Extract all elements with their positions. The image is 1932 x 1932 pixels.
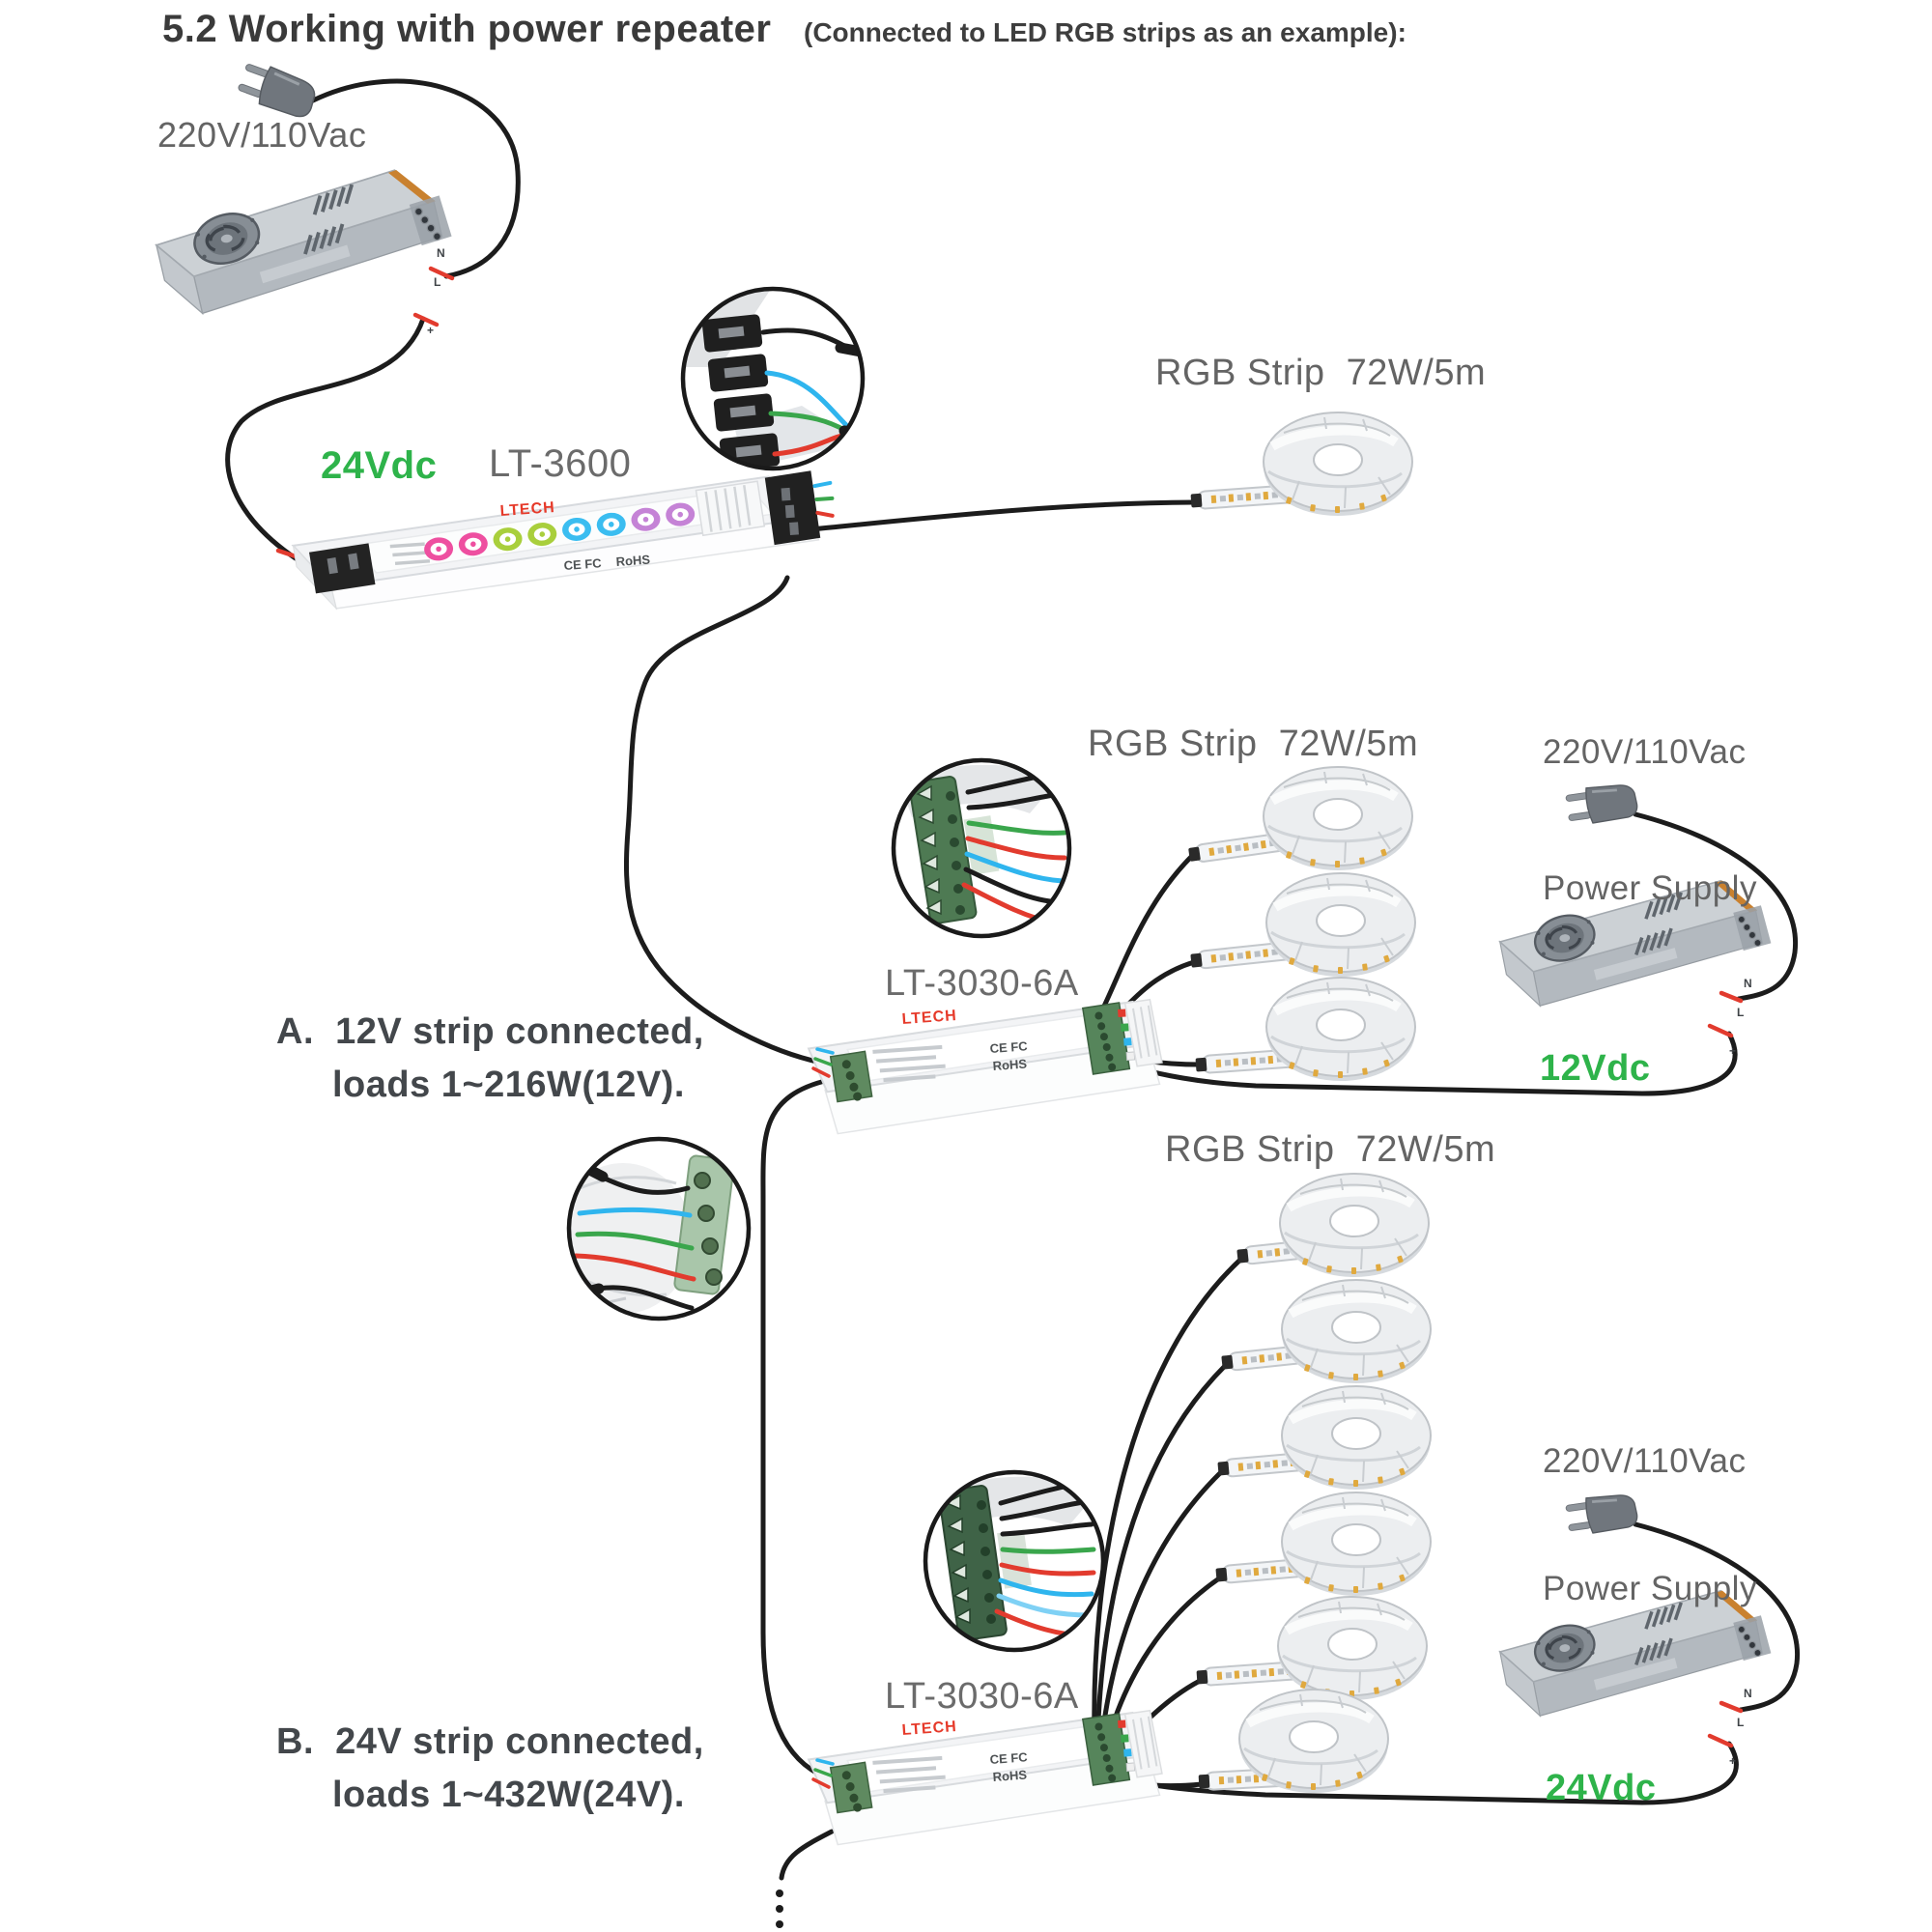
led-strip-coil xyxy=(1282,1280,1431,1383)
note-a-line2: loads 1~216W(12V). xyxy=(332,1065,685,1105)
psu-top-terminal-plus: + xyxy=(427,324,434,337)
lt3030-b-ce-mark: CE FC xyxy=(989,1749,1029,1767)
led-strip-coil xyxy=(1280,1174,1429,1277)
zoom-detail-lt3600-output xyxy=(680,286,866,471)
label-12vdc: 12Vdc xyxy=(1540,1048,1651,1089)
psu-top-terminal-n: N xyxy=(437,246,445,260)
ellipsis-dots xyxy=(776,1889,783,1928)
psu-b-terminal-n: N xyxy=(1744,1687,1752,1700)
page-title: 5.2 Working with power repeater xyxy=(162,8,772,50)
terminal-blocks xyxy=(701,314,781,469)
note-b-line2: loads 1~432W(24V). xyxy=(332,1775,685,1815)
note-a-line1: A. 12V strip connected, xyxy=(276,1011,704,1052)
lt3600-ce-mark: CE FC xyxy=(563,555,603,573)
led-strip-coil xyxy=(1278,1597,1427,1700)
led-strip-coil xyxy=(1266,873,1415,977)
label-rgb-strip-a: RGB Strip 72W/5m xyxy=(1088,724,1419,764)
psu-a-terminal-n: N xyxy=(1744,977,1752,990)
label-rgb-strip-b: RGB Strip 72W/5m xyxy=(1165,1129,1496,1170)
wire-a-strip-1 xyxy=(1094,853,1195,1025)
wire-ac-plug-to-psu-top xyxy=(310,78,521,279)
label-power-supply-b: Power Supply xyxy=(1543,1570,1757,1607)
label-24vdc-top: 24Vdc xyxy=(321,444,438,487)
label-ac-top: 220V/110Vac xyxy=(157,115,367,155)
zoom-detail-lt3030-a-input xyxy=(566,1136,752,1321)
led-strip-coil xyxy=(1266,978,1415,1081)
led-strip-coil xyxy=(1264,767,1412,870)
label-lt3030-b: LT-3030-6A xyxy=(885,1676,1079,1717)
ac-plug-icon-top xyxy=(234,57,322,123)
led-strip-coil xyxy=(1264,412,1412,516)
wire-lt3600-to-repeater-a xyxy=(624,575,824,1065)
lt3600-brand-text: LTECH xyxy=(499,499,555,520)
wire-psu-to-lt3600-24vdc xyxy=(225,316,426,561)
wire-lt3600-to-strip xyxy=(809,499,1197,532)
controller-lt3030-a xyxy=(807,998,1163,1135)
lt3600-buttons xyxy=(424,502,696,561)
label-ac-b: 220V/110Vac xyxy=(1543,1442,1747,1480)
controller-lt3030-b xyxy=(807,1709,1163,1846)
led-strip-coil xyxy=(1239,1690,1388,1793)
psu-b-terminal-l: L xyxy=(1737,1716,1744,1729)
lt3600-rohs-mark: RoHS xyxy=(615,553,651,569)
power-supply-top xyxy=(149,161,460,321)
label-lt3600: LT-3600 xyxy=(489,442,632,485)
label-lt3030-a: LT-3030-6A xyxy=(885,963,1079,1004)
terminal-stubs xyxy=(811,1047,835,1789)
wire-b-strip-1 xyxy=(1092,1257,1243,1740)
label-power-supply-a: Power Supply xyxy=(1543,869,1757,907)
ac-plug-icon-b xyxy=(1563,1490,1640,1538)
led-strips xyxy=(1186,412,1431,1793)
led-strip-coil xyxy=(1282,1386,1431,1490)
wire-b-strip-2 xyxy=(1094,1363,1228,1747)
label-rgb-strip-top: RGB Strip 72W/5m xyxy=(1155,353,1487,393)
page-subtitle: (Connected to LED RGB strips as an examp… xyxy=(804,17,1406,47)
lt3030-b-brand-text: LTECH xyxy=(901,1719,957,1739)
wire-repeater-a-to-repeater-b xyxy=(760,1077,832,1780)
lt3600-input-terminal xyxy=(309,543,376,594)
lt3030-a-rohs-mark: RoHS xyxy=(992,1057,1028,1073)
psu-a-terminal-plus: + xyxy=(1729,1044,1736,1058)
lt3030-a-brand-text: LTECH xyxy=(901,1008,957,1028)
led-strip-coil xyxy=(1282,1492,1431,1596)
wire-ac-plug-to-psu-a xyxy=(1633,811,1799,1002)
psu-a-terminal-l: L xyxy=(1737,1006,1744,1019)
psu-b-terminal-plus: + xyxy=(1729,1754,1736,1768)
zoom-detail-lt3030-b-output xyxy=(923,1469,1106,1653)
label-ac-a: 220V/110Vac xyxy=(1543,733,1747,771)
psu-top-terminal-l: L xyxy=(434,275,440,289)
note-b-line1: B. 24V strip connected, xyxy=(276,1721,704,1762)
lt3030-a-ce-mark: CE FC xyxy=(989,1038,1029,1056)
ac-plug-icon-a xyxy=(1563,780,1640,828)
wire-ac-plug-to-psu-b xyxy=(1633,1521,1801,1713)
lt3030-b-rohs-mark: RoHS xyxy=(992,1768,1028,1784)
wire-repeater-b-continuation xyxy=(779,1829,835,1881)
controller-lt3600 xyxy=(291,470,835,611)
label-24vdc-b: 24Vdc xyxy=(1546,1768,1657,1808)
zoom-detail-lt3030-a-output xyxy=(891,757,1072,939)
wire-b-strip-3 xyxy=(1097,1469,1224,1755)
